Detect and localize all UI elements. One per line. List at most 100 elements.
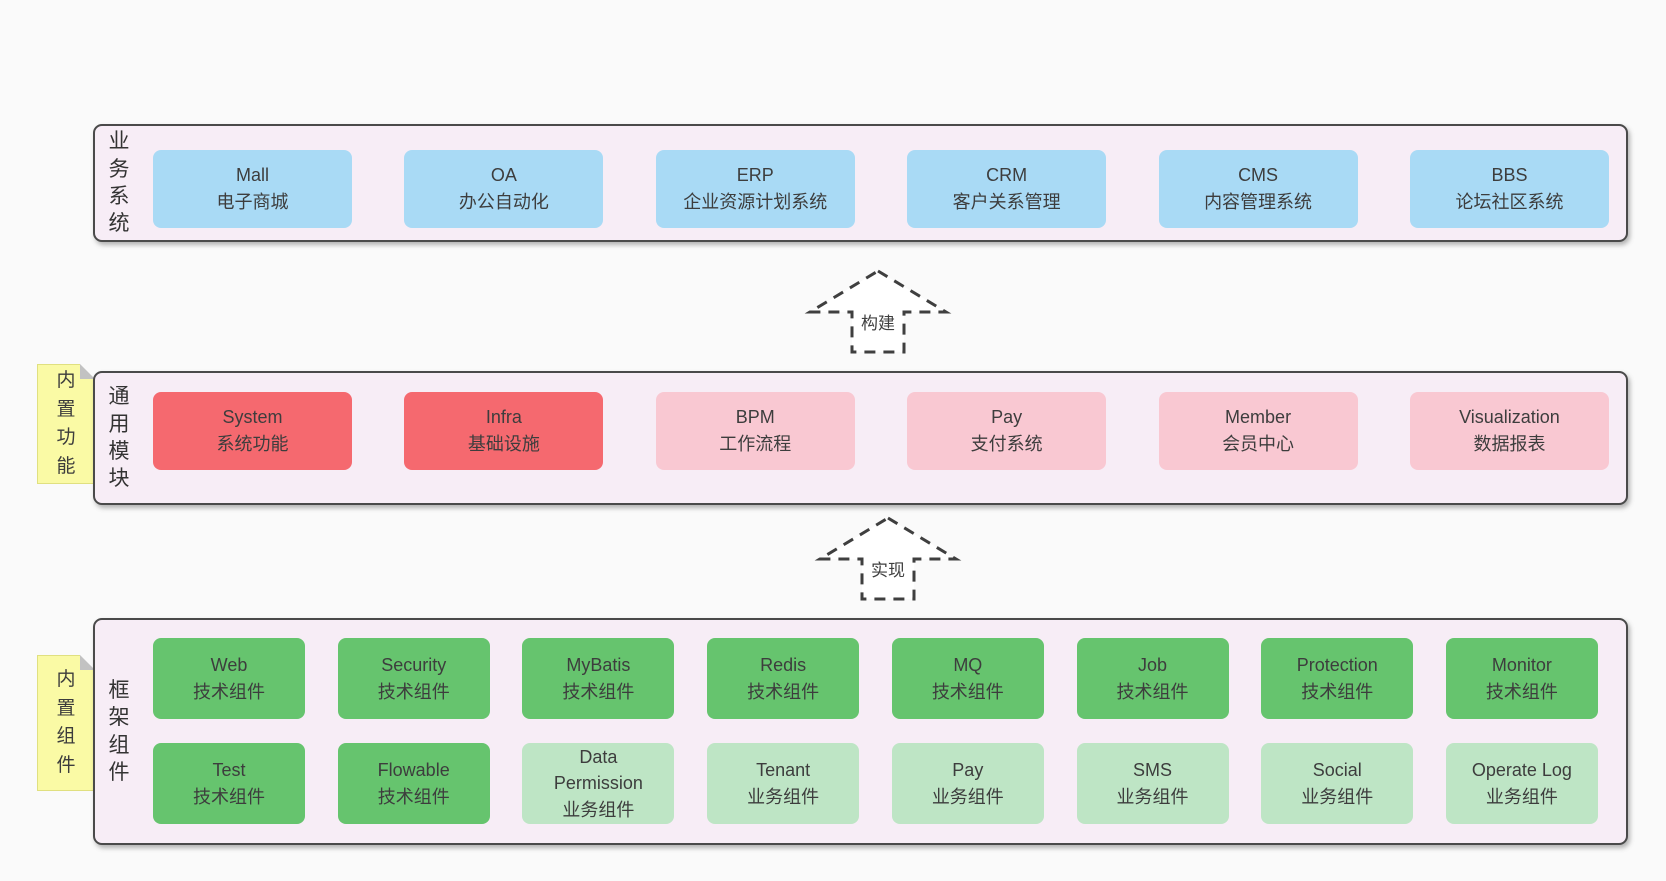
box-monitor: Monitor 技术组件	[1445, 638, 1598, 719]
box-subtitle: 技术组件	[377, 786, 450, 807]
box-title: Protection	[1296, 655, 1378, 676]
box-title: MQ	[953, 655, 983, 676]
box-title: Job	[1138, 655, 1168, 676]
common-modules-label: 通用模块	[108, 385, 130, 491]
box-subtitle: 系统功能	[216, 434, 289, 454]
box-title: Tenant	[756, 760, 811, 781]
framework-row-2: Test 技术组件 Flowable 技术组件 Data Permission …	[153, 743, 1598, 824]
box-subtitle: 技术组件	[562, 681, 635, 702]
box-subtitle: 业务组件	[747, 786, 820, 807]
box-visualization: Visualization 数据报表	[1409, 392, 1609, 470]
box-subtitle: 业务组件	[1301, 786, 1374, 807]
sticky-note-label: 内置组件	[56, 669, 76, 776]
up-arrow-icon	[804, 269, 952, 354]
box-title: BBS	[1491, 165, 1528, 185]
box-title: CMS	[1238, 165, 1279, 185]
box-operate-log: Operate Log 业务组件	[1445, 743, 1598, 824]
box-security: Security 技术组件	[337, 638, 490, 719]
box-title: Visualization	[1459, 407, 1560, 427]
box-data-permission: Data Permission 业务组件	[522, 743, 675, 824]
implement-arrow-label: 实现	[871, 561, 905, 580]
implement-arrow: 实现	[810, 509, 966, 604]
box-title: MyBatis	[566, 655, 631, 676]
box-subtitle: 技术组件	[747, 681, 820, 702]
box-subtitle: 技术组件	[1301, 681, 1374, 702]
box-subtitle: 技术组件	[193, 681, 265, 702]
box-subtitle: 办公自动化	[458, 192, 549, 212]
business-systems-container: 业务系统 Mall 电子商城 OA 办公自动化 ERP 企业资源计划系统 CRM…	[93, 124, 1628, 242]
box-crm: CRM 客户关系管理	[907, 150, 1107, 228]
box-subtitle: 论坛社区系统	[1455, 192, 1564, 212]
box-subtitle: 技术组件	[1485, 681, 1558, 702]
box-title: Operate Log	[1471, 760, 1572, 781]
box-title: Mall	[235, 165, 269, 185]
box-title: Monitor	[1491, 655, 1552, 676]
box-protection: Protection 技术组件	[1261, 638, 1414, 719]
box-cms: CMS 内容管理系统	[1158, 150, 1358, 228]
box-redis: Redis 技术组件	[707, 638, 860, 719]
box-title: OA	[490, 165, 517, 185]
box-sms: SMS 业务组件	[1076, 743, 1229, 824]
box-subtitle: 业务组件	[1485, 786, 1558, 807]
common-modules-container: 通用模块 System 系统功能 Infra 基础设施 BPM 工作流程 Pay…	[93, 371, 1628, 505]
box-title: System	[222, 407, 283, 427]
box-subtitle: 内容管理系统	[1204, 192, 1313, 212]
sticky-note-builtin-features: 内置功能	[37, 364, 95, 484]
box-oa: OA 办公自动化	[404, 150, 604, 228]
box-title: Infra	[485, 407, 522, 427]
box-subtitle: 客户关系管理	[952, 192, 1061, 212]
box-subtitle: 技术组件	[1116, 681, 1189, 702]
box-infra: Infra 基础设施	[404, 392, 604, 470]
box-subtitle: 工作流程	[719, 434, 792, 454]
build-arrow: 构建	[800, 262, 956, 357]
box-subtitle: 数据报表	[1473, 434, 1546, 454]
box-title: CRM	[986, 165, 1028, 185]
box-social: Social 业务组件	[1261, 743, 1414, 824]
common-modules-row: System 系统功能 Infra 基础设施 BPM 工作流程 Pay 支付系统…	[153, 392, 1609, 470]
box-mybatis: MyBatis 技术组件	[522, 638, 675, 719]
box-subtitle: 支付系统	[970, 434, 1043, 454]
build-arrow-label: 构建	[861, 314, 895, 333]
box-title: Flowable	[377, 760, 450, 781]
box-title: Data Permission	[553, 747, 643, 794]
box-subtitle: 技术组件	[931, 681, 1004, 702]
box-member: Member 会员中心	[1158, 392, 1358, 470]
box-title: Redis	[760, 655, 807, 676]
framework-components-label: 框架组件	[108, 678, 130, 784]
box-pay-module: Pay 支付系统	[907, 392, 1107, 470]
up-arrow-icon	[814, 516, 962, 601]
box-title: ERP	[736, 165, 774, 185]
box-subtitle: 电子商城	[216, 192, 289, 212]
box-title: Web	[210, 655, 248, 676]
box-subtitle: 会员中心	[1222, 434, 1295, 454]
box-title: Test	[212, 760, 246, 781]
box-subtitle: 业务组件	[562, 799, 635, 820]
box-pay-component: Pay 业务组件	[891, 743, 1044, 824]
box-subtitle: 技术组件	[193, 786, 265, 807]
box-mall: Mall 电子商城	[153, 150, 352, 228]
sticky-note-builtin-components: 内置组件	[37, 655, 95, 791]
box-bbs: BBS 论坛社区系统	[1409, 150, 1609, 228]
business-systems-label: 业务系统	[108, 130, 130, 236]
sticky-note-label: 内置功能	[56, 370, 76, 477]
box-title: Security	[381, 655, 447, 676]
framework-components-container: 框架组件 Web 技术组件 Security 技术组件 MyBatis 技术组件…	[93, 618, 1628, 845]
box-subtitle: 业务组件	[931, 786, 1004, 807]
box-job: Job 技术组件	[1076, 638, 1229, 719]
box-web: Web 技术组件	[153, 638, 305, 719]
box-title: Pay	[952, 760, 984, 781]
box-subtitle: 业务组件	[1116, 786, 1189, 807]
box-test: Test 技术组件	[153, 743, 305, 824]
box-title: SMS	[1133, 760, 1173, 781]
box-tenant: Tenant 业务组件	[707, 743, 860, 824]
business-systems-row: Mall 电子商城 OA 办公自动化 ERP 企业资源计划系统 CRM 客户关系…	[153, 150, 1609, 228]
box-subtitle: 企业资源计划系统	[683, 192, 828, 212]
box-bpm: BPM 工作流程	[655, 392, 855, 470]
box-mq: MQ 技术组件	[891, 638, 1044, 719]
box-title: Pay	[991, 407, 1023, 427]
box-title: BPM	[735, 407, 775, 427]
box-system: System 系统功能	[153, 392, 352, 470]
box-erp: ERP 企业资源计划系统	[655, 150, 855, 228]
box-title: Member	[1225, 407, 1292, 427]
